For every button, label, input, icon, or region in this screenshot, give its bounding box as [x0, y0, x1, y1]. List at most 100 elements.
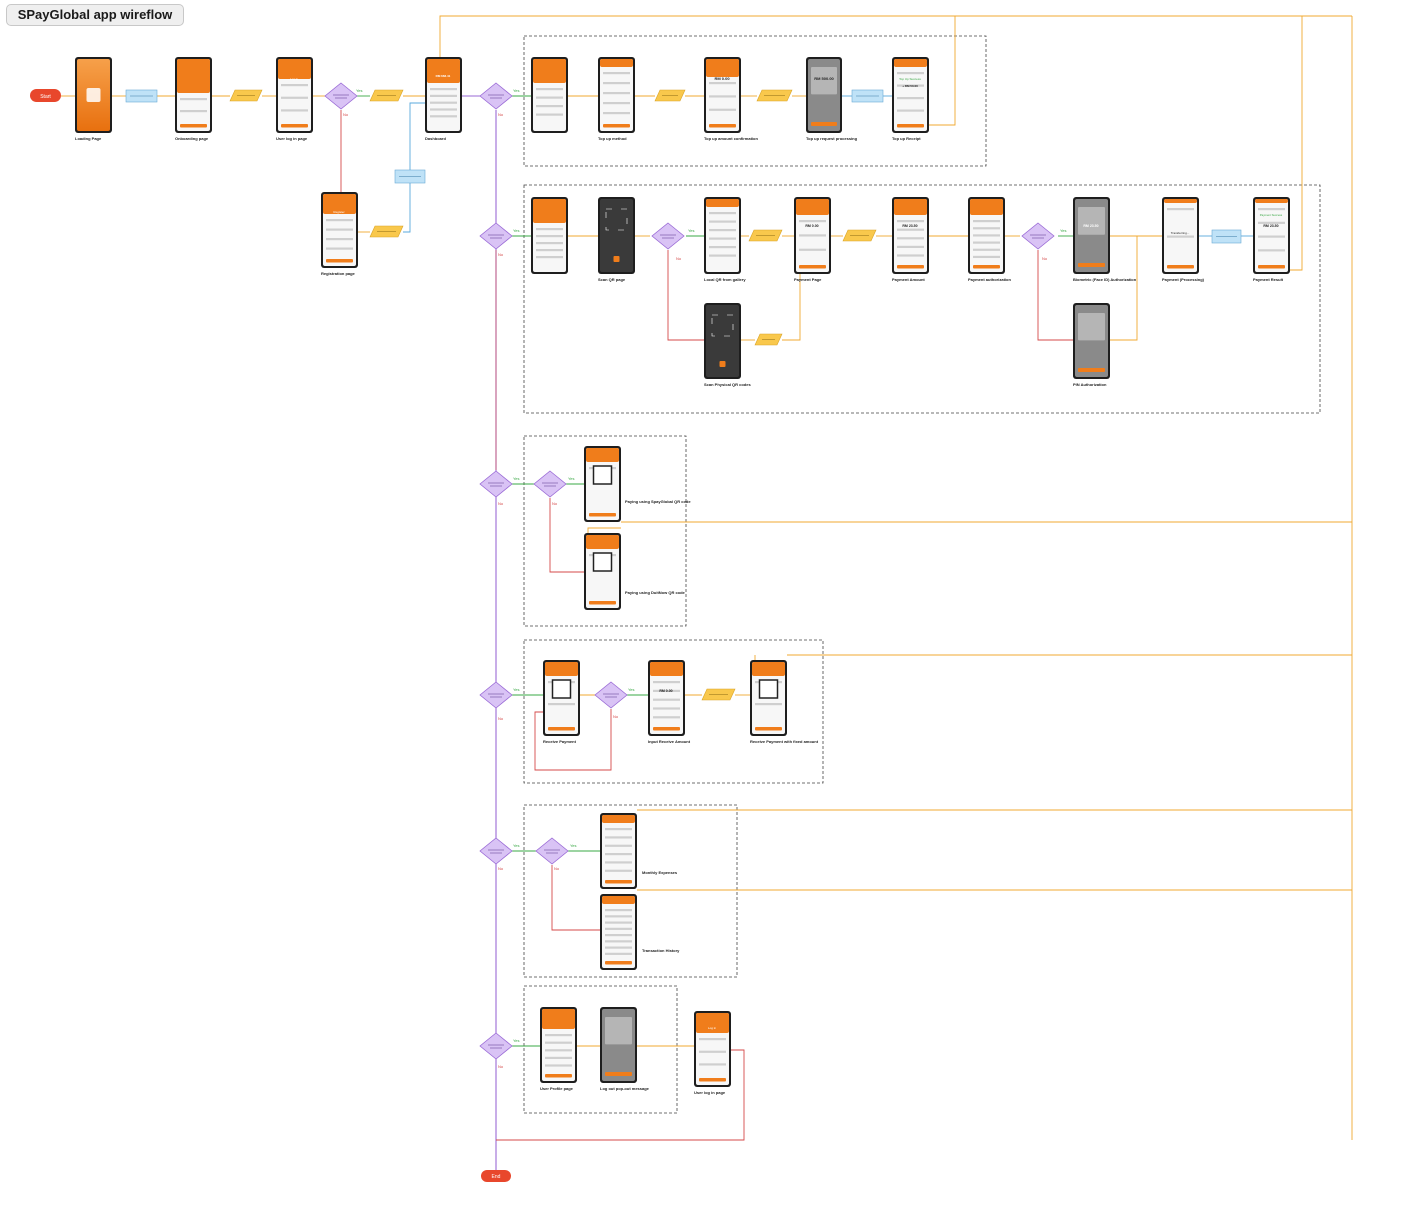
content-line [605, 934, 632, 937]
content-line [699, 1038, 726, 1041]
qr-code-icon [551, 679, 572, 699]
content-line [603, 92, 630, 95]
yes-label: Yes [513, 476, 520, 481]
primary-button [755, 727, 782, 731]
yes-label: Yes [356, 88, 363, 93]
no-label: No [613, 714, 619, 719]
content-line [709, 237, 736, 240]
screen-biometric [1073, 197, 1110, 274]
screen-payment-result [1253, 197, 1290, 274]
screen-caption: PIN Authorization [1073, 382, 1107, 387]
screen-pay-spay-qr [584, 446, 621, 522]
flow-connector [551, 865, 600, 931]
dimmed-card [605, 1017, 632, 1045]
screen-caption: Scan Physical QR codes [704, 382, 751, 387]
status-text: Log in [290, 77, 299, 81]
content-line [536, 105, 563, 108]
screen-caption: Biometric (Face ID) Authorization [1073, 277, 1137, 282]
app-logo-icon [86, 88, 101, 102]
content-line [605, 915, 632, 918]
screen-login1 [276, 57, 313, 133]
screen-caption: Receive Payment [543, 739, 577, 744]
content-line [605, 909, 632, 912]
flow-connector [496, 1049, 745, 1141]
content-line [699, 1063, 726, 1066]
content-line [605, 927, 632, 930]
flow-connector [403, 102, 425, 233]
primary-button [699, 1078, 726, 1082]
header-bar [1255, 199, 1288, 203]
status-text: Transferring... [1171, 231, 1190, 235]
header-bar [600, 59, 633, 67]
primary-button [1258, 265, 1285, 269]
screen-caption: Receive Payment with fixed amount [750, 739, 819, 744]
screen-caption: Payment Result [1253, 277, 1284, 282]
flow-connector [549, 498, 584, 573]
content-line [180, 110, 207, 113]
status-text: Top Up Success [899, 77, 921, 81]
screen-payment-amount [892, 197, 929, 274]
screen-caption: Top up method [598, 136, 627, 141]
qr-code-icon [758, 679, 779, 699]
content-line [545, 1041, 572, 1044]
header-bar [533, 59, 566, 83]
header-bar [894, 59, 927, 67]
flow-connector [1110, 236, 1138, 341]
primary-button [1078, 263, 1105, 267]
amount-text: RM 23.50 [1263, 224, 1278, 228]
screen-caption: Payment authorization [968, 277, 1011, 282]
content-line [430, 108, 457, 111]
header-bar [586, 535, 619, 549]
content-line [548, 703, 575, 706]
content-line [603, 72, 630, 75]
header-bar [796, 199, 829, 215]
screen-background [600, 59, 633, 131]
content-line [653, 681, 680, 684]
header-bar [602, 815, 635, 823]
yes-label: Yes [568, 476, 575, 481]
content-line [430, 94, 457, 97]
content-line [536, 113, 563, 116]
primary-button [603, 124, 630, 128]
screen-caption: Paying using DuitNow QR code [625, 590, 686, 595]
decision-node [479, 222, 513, 250]
qr-code-icon [592, 552, 613, 572]
flow-group-frame [523, 35, 987, 167]
no-label: No [498, 501, 504, 506]
content-line [709, 229, 736, 232]
flow-connector [667, 250, 704, 341]
scan-frame-icon [605, 208, 628, 231]
content-line [973, 234, 1000, 237]
screen-background [650, 662, 683, 734]
primary-button [589, 513, 616, 517]
screen-caption: User log in page [276, 136, 308, 141]
amount-text: + RM 50.00 [902, 84, 918, 88]
screen-receive-fixed [750, 660, 787, 736]
screen-pin-auth [1073, 303, 1110, 379]
primary-button [281, 124, 308, 128]
content-line [1258, 249, 1285, 252]
flow-group-frame [523, 985, 678, 1114]
screen-dash2 [531, 197, 568, 274]
screen-background [894, 59, 927, 131]
decision-node [479, 470, 513, 498]
decision-node [324, 82, 358, 110]
decision-node [1021, 222, 1055, 250]
content-line [897, 220, 924, 223]
screen-scan-qr [598, 197, 635, 274]
primary-button [1078, 368, 1105, 372]
content-line [897, 84, 924, 87]
screen-caption: Payment Amount [892, 277, 925, 282]
screen-background [602, 815, 635, 887]
start-label: Start [40, 94, 51, 100]
yes-label: Yes [628, 687, 635, 692]
screen-background [706, 199, 739, 272]
content-line [281, 96, 308, 99]
screen-receive-payment [543, 660, 580, 736]
no-label: No [343, 112, 349, 117]
content-line [430, 115, 457, 118]
content-line [605, 828, 632, 831]
dimmed-card [1078, 207, 1105, 235]
screen-receive-amount [648, 660, 685, 736]
no-label: No [554, 866, 560, 871]
